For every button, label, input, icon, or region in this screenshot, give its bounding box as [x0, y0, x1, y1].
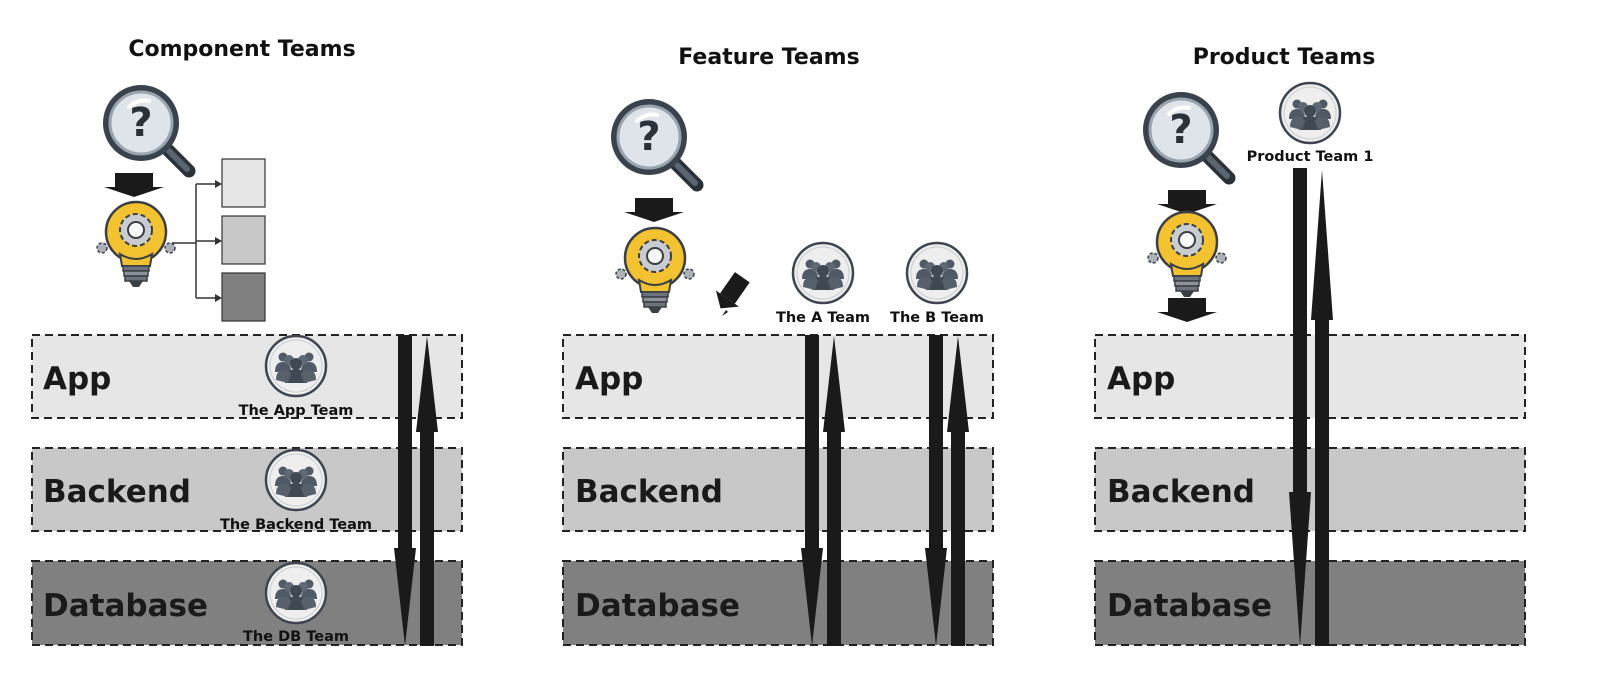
team-label: Product Team 1	[1247, 149, 1374, 165]
team-icon	[264, 448, 328, 512]
down-arrow-icon	[1157, 190, 1217, 214]
team-icon	[264, 334, 328, 398]
database-layer	[1094, 560, 1526, 646]
panel-title: Feature Teams	[678, 45, 859, 70]
team-icon	[905, 241, 969, 305]
magnifier-question-icon	[611, 99, 697, 185]
a-team-up-arrow	[823, 336, 845, 646]
backend-layer	[31, 447, 463, 532]
app-layer-label: App	[575, 361, 643, 397]
team-icon	[791, 241, 855, 305]
backend-layer-label: Backend	[43, 474, 191, 510]
panel-title: Component Teams	[128, 37, 355, 62]
database-layer	[562, 560, 994, 646]
panel-component-teams: Component Teams App Backend Database The…	[31, 37, 463, 646]
app-layer	[31, 334, 463, 419]
panel-feature-teams: Feature Teams The A Team The B Team App …	[562, 45, 994, 646]
backend-layer	[562, 447, 994, 532]
lightbulb-gear-icon	[614, 226, 696, 315]
panel-title: Product Teams	[1193, 45, 1376, 70]
team-label: The A Team	[776, 310, 870, 326]
down-arrow	[394, 335, 416, 646]
database-layer	[31, 560, 463, 646]
backend-component-box	[221, 215, 266, 265]
team-icon	[1278, 81, 1342, 145]
b-team-down-arrow	[925, 335, 947, 646]
down-arrow-icon	[624, 198, 684, 222]
team-label: The B Team	[890, 310, 984, 326]
down-arrow-icon	[104, 173, 164, 197]
team-label: The DB Team	[243, 629, 349, 645]
database-component-box	[221, 272, 266, 322]
magnifier-question-icon	[1143, 92, 1229, 178]
product-team-down-arrow	[1289, 168, 1311, 646]
magnifier-question-icon	[103, 85, 189, 171]
backend-layer-label: Backend	[575, 474, 723, 510]
backend-layer-label: Backend	[1107, 474, 1255, 510]
database-layer-label: Database	[43, 588, 208, 624]
app-layer	[1094, 334, 1526, 419]
down-arrow-icon	[1157, 298, 1217, 322]
panel-product-teams: Product Teams Product Team 1 App Backend…	[1094, 45, 1526, 646]
team-label: The Backend Team	[220, 517, 372, 533]
branch-connector	[172, 183, 215, 299]
team-label: The App Team	[239, 403, 354, 419]
b-team-up-arrow	[947, 336, 969, 646]
product-team-up-arrow	[1311, 170, 1333, 646]
app-component-box	[221, 158, 266, 208]
database-layer-label: Database	[575, 588, 740, 624]
app-layer-label: App	[1107, 361, 1175, 397]
lightbulb-gear-icon	[95, 200, 177, 289]
a-team-down-arrow	[801, 335, 823, 646]
backend-layer	[1094, 447, 1526, 532]
database-layer-label: Database	[1107, 588, 1272, 624]
team-icon	[264, 561, 328, 625]
lightbulb-gear-icon	[1146, 210, 1228, 299]
diagonal-arrow-icon	[715, 272, 750, 309]
app-layer	[562, 334, 994, 419]
up-arrow	[416, 336, 438, 646]
app-layer-label: App	[43, 361, 111, 397]
